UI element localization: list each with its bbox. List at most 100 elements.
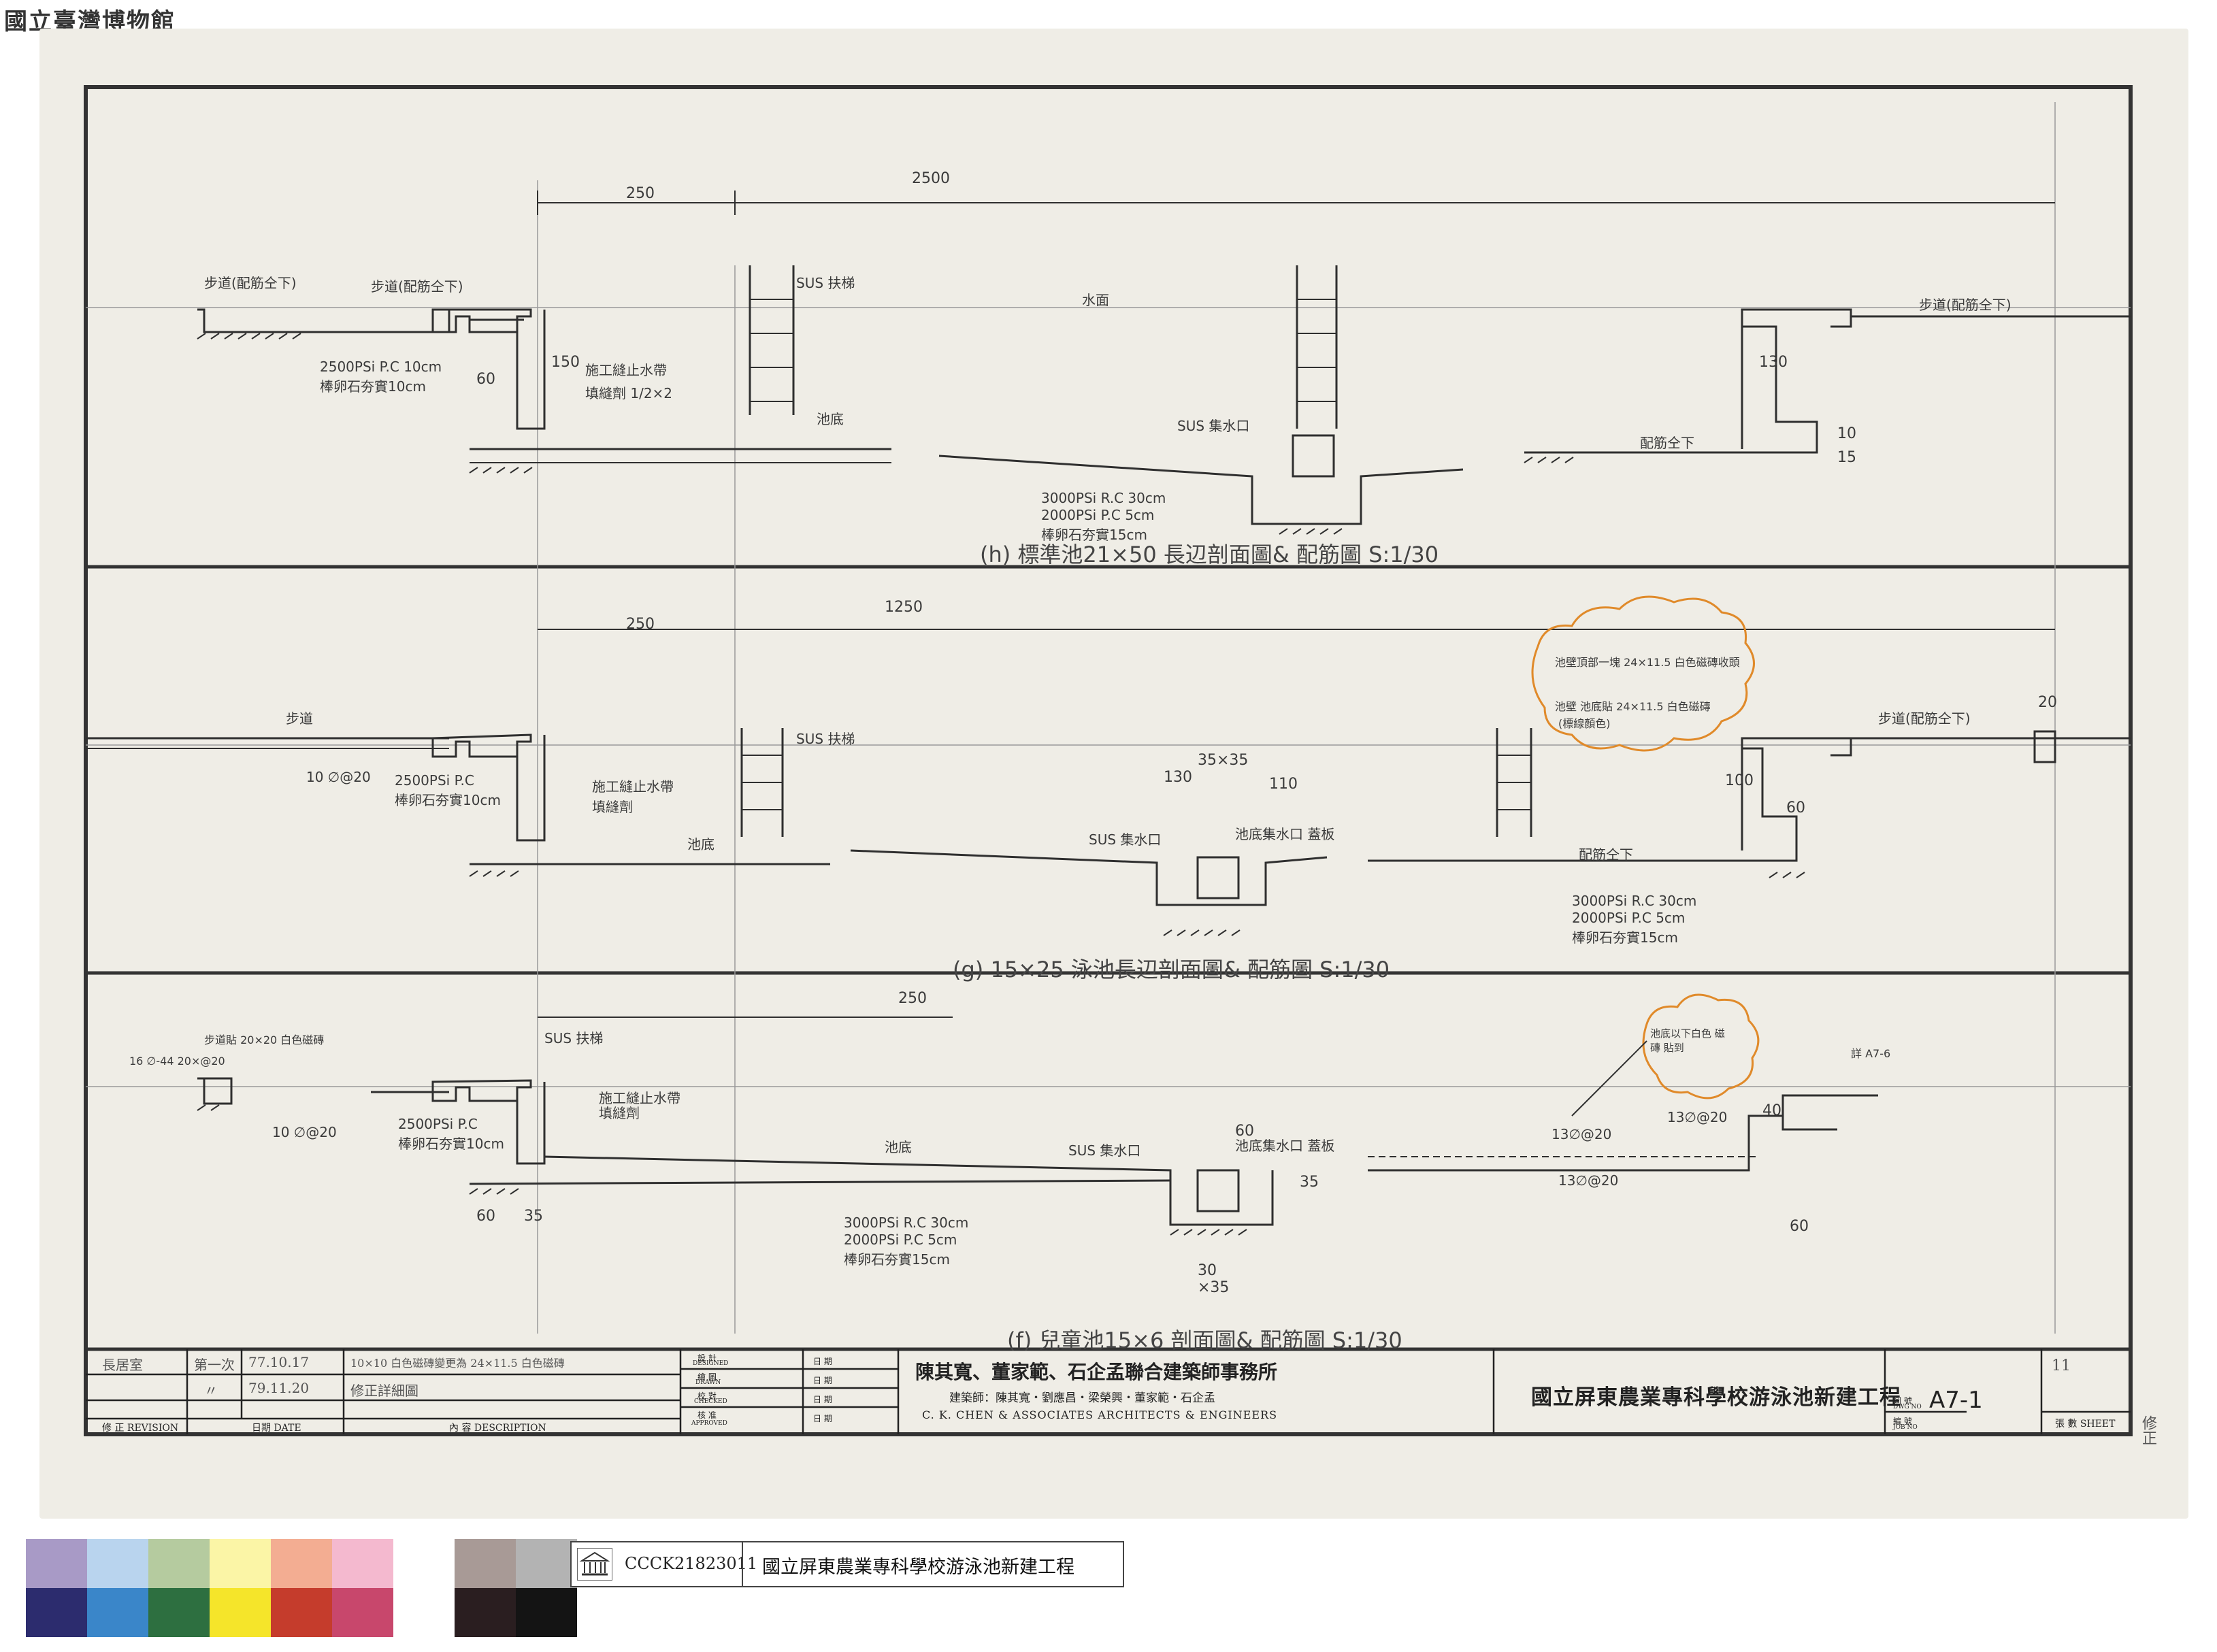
dim-60-f2: 60 — [1235, 1123, 1254, 1140]
role-designed-date: 日 期 — [813, 1357, 832, 1366]
note-rebar-top-f: 16 ∅-44 20×@20 — [129, 1055, 225, 1068]
role-drawn-en: DRAWN — [695, 1379, 721, 1386]
color-swatch-top — [210, 1539, 271, 1588]
dim-15: 15 — [1837, 449, 1856, 466]
note-pc-left-g: 2500PSi P.C — [395, 772, 474, 789]
note-rebar-f: 10 ∅@20 — [272, 1124, 337, 1140]
date-label: 日期 DATE — [252, 1423, 301, 1434]
sheet-border — [84, 85, 2133, 1436]
role-drawn: 繪 圖 — [697, 1372, 717, 1382]
note-walkway-left: 步道(配筋仝下) — [204, 275, 297, 291]
dim-30-f: 30 — [1198, 1262, 1217, 1279]
role-approved: 核 准 — [697, 1410, 717, 1420]
museum-logo-icon — [577, 1548, 612, 1581]
color-swatch-bottom — [148, 1588, 210, 1637]
note-rc-g: 3000PSi R.C 30cm — [1572, 893, 1697, 909]
caption-section-h: (h) 標準池21×50 長辺剖面圖& 配筋圖 S:1/30 — [980, 542, 1439, 567]
note-ballast-f: 棒卵石夯實15cm — [844, 1251, 950, 1268]
role-approved-date: 日 期 — [813, 1414, 832, 1423]
dim-130-g: 130 — [1164, 769, 1192, 786]
section-f-linework — [197, 1017, 1878, 1236]
role-drawn-date: 日 期 — [813, 1376, 832, 1385]
role-checked-en: CHECKED — [694, 1398, 727, 1405]
job-label: 編 號 — [1893, 1417, 1912, 1426]
color-swatch-top — [393, 1539, 455, 1588]
note-ballast-left-f: 棒卵石夯實10cm — [398, 1136, 504, 1152]
dim-2500: 2500 — [912, 170, 950, 187]
note-rc-f: 3000PSi R.C 30cm — [844, 1215, 969, 1231]
dim-60-f3: 60 — [1790, 1218, 1809, 1235]
note-rebar-same: 配筋仝下 — [1640, 435, 1694, 451]
note-pc-left: 2500PSi P.C 10cm — [320, 359, 442, 375]
rev-row-1-mark: 長居室 — [102, 1357, 143, 1373]
note-drain-cover-f: 池底集水口 蓋板 — [1235, 1138, 1335, 1154]
description-label: 內 容 DESCRIPTION — [449, 1423, 546, 1434]
dim-250-f: 250 — [898, 990, 927, 1007]
color-swatch-bottom — [87, 1588, 148, 1637]
note-rebar-c-f: 13∅@20 — [1558, 1172, 1619, 1189]
note-drain-g: SUS 集水口 — [1089, 831, 1162, 848]
color-swatch-top — [455, 1539, 516, 1588]
project-title: 國立屏東農業專科學校游泳池新建工程 — [1531, 1385, 1901, 1410]
dim-150: 150 — [551, 354, 580, 371]
caption-section-g: (g) 15×25 泳池長辺剖面圖& 配筋圖 S:1/30 — [953, 957, 1390, 982]
role-checked: 校 對 — [697, 1391, 717, 1401]
dim-x35-f: ×35 — [1198, 1279, 1230, 1296]
caption-section-f: (f) 兒童池15×6 剖面圖& 配筋圖 S:1/30 — [1007, 1327, 1402, 1353]
note-pool-bottom: 池底 — [817, 411, 844, 427]
firm-architects: 建築師：陳其寬‧劉應昌‧梁榮興‧董家範‧石企孟 — [949, 1391, 1215, 1405]
note-stop-band-f: 施工縫止水帶 — [599, 1090, 680, 1106]
dwg-label: 圖 號 — [1893, 1396, 1912, 1406]
rev-row-1-date: 77.10.17 — [248, 1354, 310, 1370]
dim-35-f2: 35 — [1300, 1174, 1319, 1191]
revision-cloud-g — [1531, 595, 1755, 752]
note-walkway-g: 步道 — [286, 710, 313, 727]
note-drain-cover-g: 池底集水口 蓋板 — [1235, 826, 1335, 842]
color-swatch-top — [332, 1539, 393, 1588]
dim-40-f: 40 — [1762, 1102, 1781, 1119]
role-designed-en: DESIGNED — [693, 1360, 729, 1367]
rev-row-1-desc: 10×10 白色磁磚變更為 24×11.5 白色磁磚 — [350, 1357, 565, 1370]
rev-row-1-who: 第一次 — [194, 1357, 235, 1373]
note-rc: 3000PSi R.C 30cm — [1041, 490, 1166, 506]
archive-label: CCCK21823011 國立屏東農業專科學校游泳池新建工程 — [570, 1541, 1124, 1587]
dim-110: 110 — [1269, 776, 1298, 793]
dim-130: 130 — [1759, 354, 1788, 371]
archive-separator — [742, 1542, 743, 1586]
color-swatch-top — [148, 1539, 210, 1588]
color-swatch-top — [271, 1539, 332, 1588]
dim-35x35: 35×35 — [1198, 752, 1249, 769]
archive-code: CCCK21823011 — [625, 1554, 758, 1573]
note-walkway-right: 步道(配筋仝下) — [371, 278, 463, 295]
note-pool-bottom-g: 池底 — [687, 836, 715, 853]
dim-1250: 1250 — [885, 599, 923, 616]
dim-10: 10 — [1837, 425, 1856, 442]
dim-60-f: 60 — [476, 1208, 495, 1225]
note-drain: SUS 集水口 — [1177, 418, 1250, 434]
note-sus-ladder-f: SUS 扶梯 — [544, 1030, 604, 1046]
note-ballast: 棒卵石夯實15cm — [1041, 527, 1147, 543]
firm-name-cn: 陳其寬、董家範、石企孟聯合建築師事務所 — [915, 1361, 1278, 1383]
drawing-number: A7-1 — [1929, 1387, 1983, 1414]
color-swatch-bottom — [393, 1588, 455, 1637]
revision-label: 修 正 REVISION — [102, 1423, 179, 1434]
dim-35-f: 35 — [524, 1208, 543, 1225]
color-swatch-top — [516, 1539, 577, 1588]
archive-title: 國立屏東農業專科學校游泳池新建工程 — [762, 1557, 1074, 1578]
dim-60: 60 — [476, 371, 495, 388]
role-designed: 設 計 — [697, 1353, 717, 1363]
section-h-linework — [197, 191, 2131, 535]
rev-row-2-date: 79.11.20 — [248, 1380, 310, 1396]
note-cloud-3: (標線顏色) — [1558, 717, 1611, 730]
note-pc-g: 2000PSi P.C 5cm — [1572, 910, 1686, 926]
note-rebar-same-g: 配筋仝下 — [1579, 846, 1633, 863]
note-ballast-left: 棒卵石夯實10cm — [320, 378, 426, 395]
note-sus-ladder-g: SUS 扶梯 — [796, 731, 855, 747]
note-cloud-2: 池壁 池底貼 24×11.5 白色磁磚 — [1555, 700, 1711, 713]
color-swatch-bottom — [26, 1588, 87, 1637]
note-rebar-a-f: 13∅@20 — [1551, 1126, 1612, 1142]
color-swatch-top — [87, 1539, 148, 1588]
note-filler: 填縫劑 1/2×2 — [585, 385, 673, 401]
note-water: 水面 — [1082, 292, 1109, 308]
